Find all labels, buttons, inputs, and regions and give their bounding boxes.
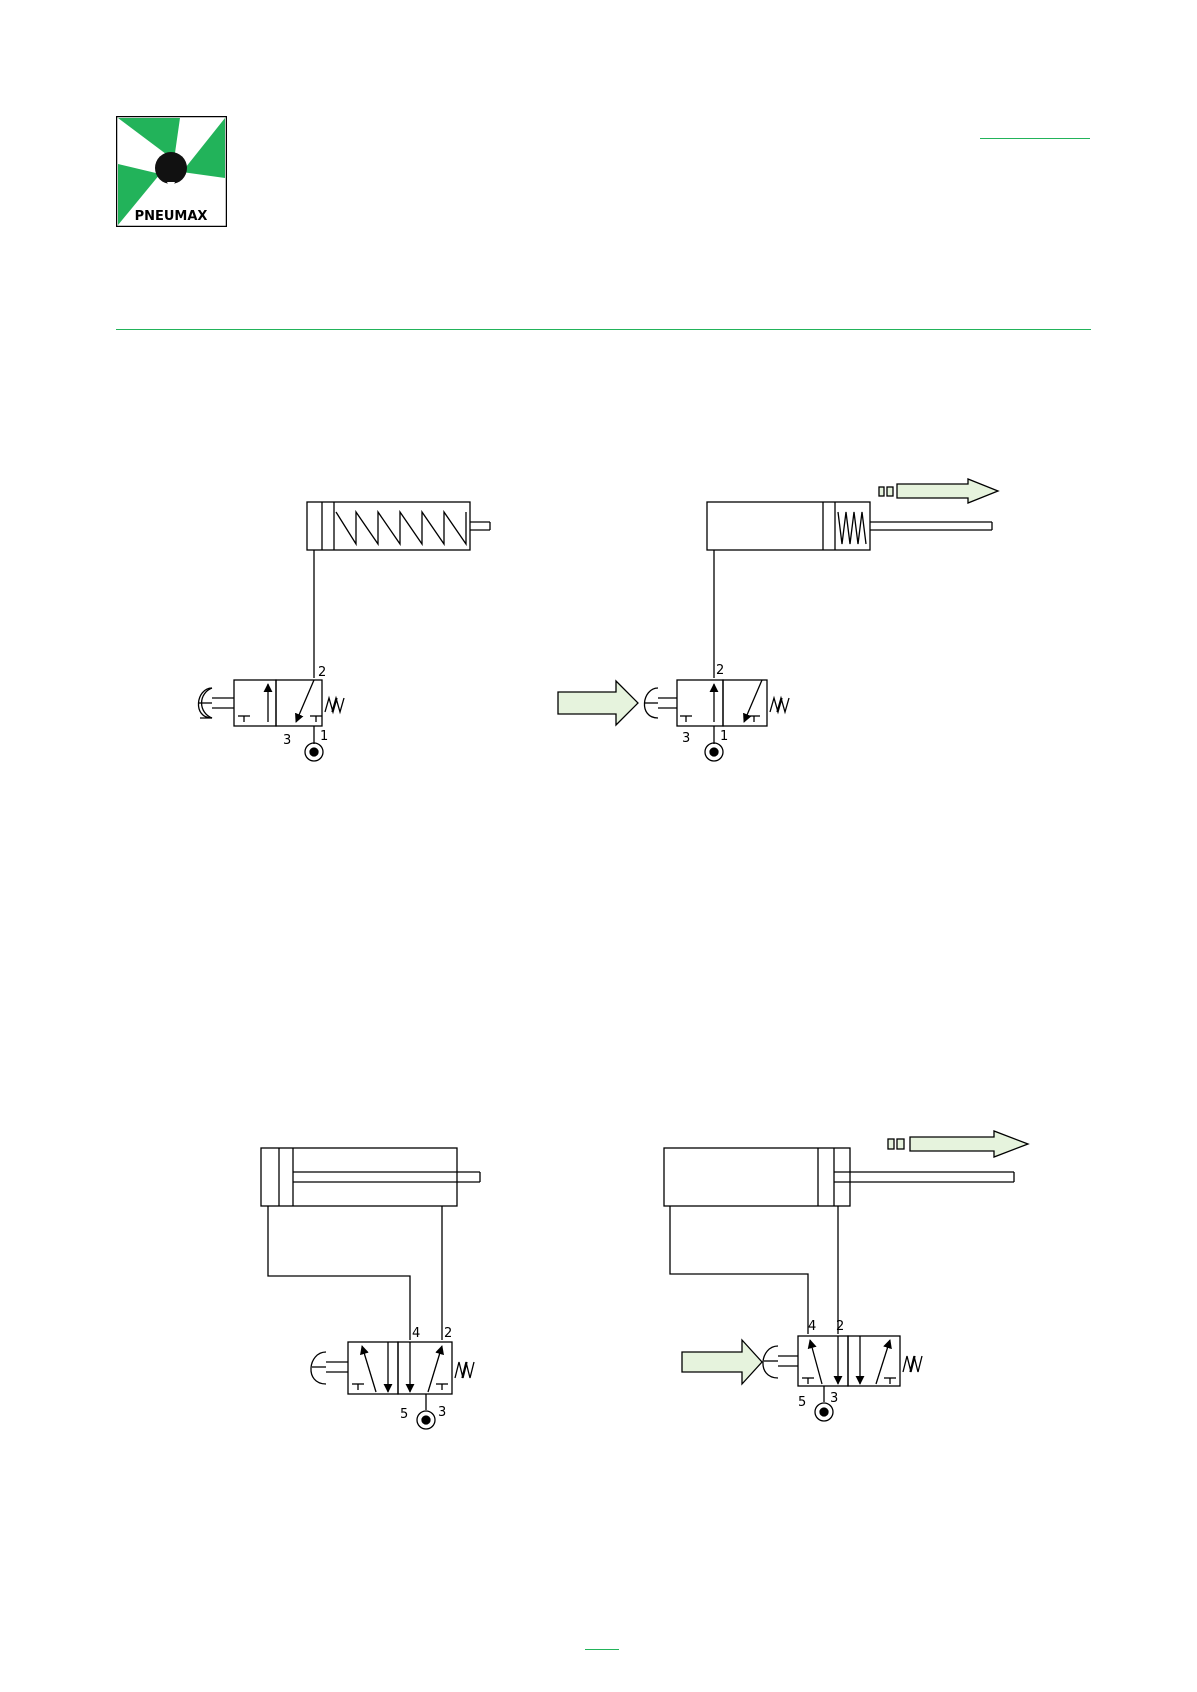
- air-supply-symbol: [814, 1402, 834, 1422]
- port-label-1: 1: [720, 729, 728, 744]
- port-label-3: 3: [830, 1391, 838, 1406]
- double-acting-cylinder-extended: [663, 1147, 1015, 1207]
- port-label-3: 3: [438, 1405, 446, 1420]
- valve-3-2-actuated: [676, 679, 790, 727]
- valve-5-2-actuated: [797, 1335, 923, 1387]
- spring-return-cylinder-extended: [706, 501, 993, 551]
- top-right-rule: [980, 138, 1090, 139]
- valve-5-2: [347, 1341, 475, 1395]
- port-label-1: 1: [320, 729, 328, 744]
- port-label-5: 5: [400, 1407, 408, 1422]
- push-force-arrow: [681, 1338, 763, 1386]
- port-label-4: 4: [412, 1326, 420, 1341]
- spring-return-cylinder: [306, 501, 491, 551]
- motion-arrow: [887, 1130, 1030, 1158]
- push-button-actuator: [643, 687, 677, 719]
- push-button-actuator: [762, 1345, 798, 1379]
- diagram-single-acting-rest: [197, 501, 491, 762]
- push-button-actuator: [310, 1351, 348, 1385]
- air-supply-symbol: [416, 1410, 436, 1430]
- pneumax-logo: PNEUMAX: [116, 116, 227, 227]
- port-labels: 2 3 1 2 3 1 4 2 5 3 4 2 5 3: [283, 663, 844, 1422]
- motion-arrow: [878, 478, 1000, 504]
- double-acting-cylinder: [260, 1147, 481, 1207]
- port-label-2: 2: [836, 1319, 844, 1334]
- valve-3-2: [233, 679, 345, 727]
- port-label-5: 5: [798, 1395, 806, 1410]
- port-label-2: 2: [444, 1326, 452, 1341]
- air-supply-symbol: [704, 742, 724, 762]
- port-label-2: 2: [318, 665, 326, 680]
- logo-wordmark: PNEUMAX: [135, 209, 208, 224]
- diagram-double-acting-actuated: [663, 1130, 1030, 1422]
- push-button-actuator: [197, 687, 234, 719]
- port-label-3: 3: [682, 731, 690, 746]
- push-force-arrow: [557, 679, 639, 727]
- port-label-4: 4: [808, 1319, 816, 1334]
- air-supply-symbol: [304, 742, 324, 762]
- port-label-2: 2: [716, 663, 724, 678]
- diagram-double-acting-rest: [260, 1147, 481, 1430]
- port-label-3: 3: [283, 733, 291, 748]
- header-rule: [116, 329, 1091, 330]
- diagram-single-acting-actuated: [557, 478, 1000, 762]
- footer-rule: [585, 1649, 619, 1650]
